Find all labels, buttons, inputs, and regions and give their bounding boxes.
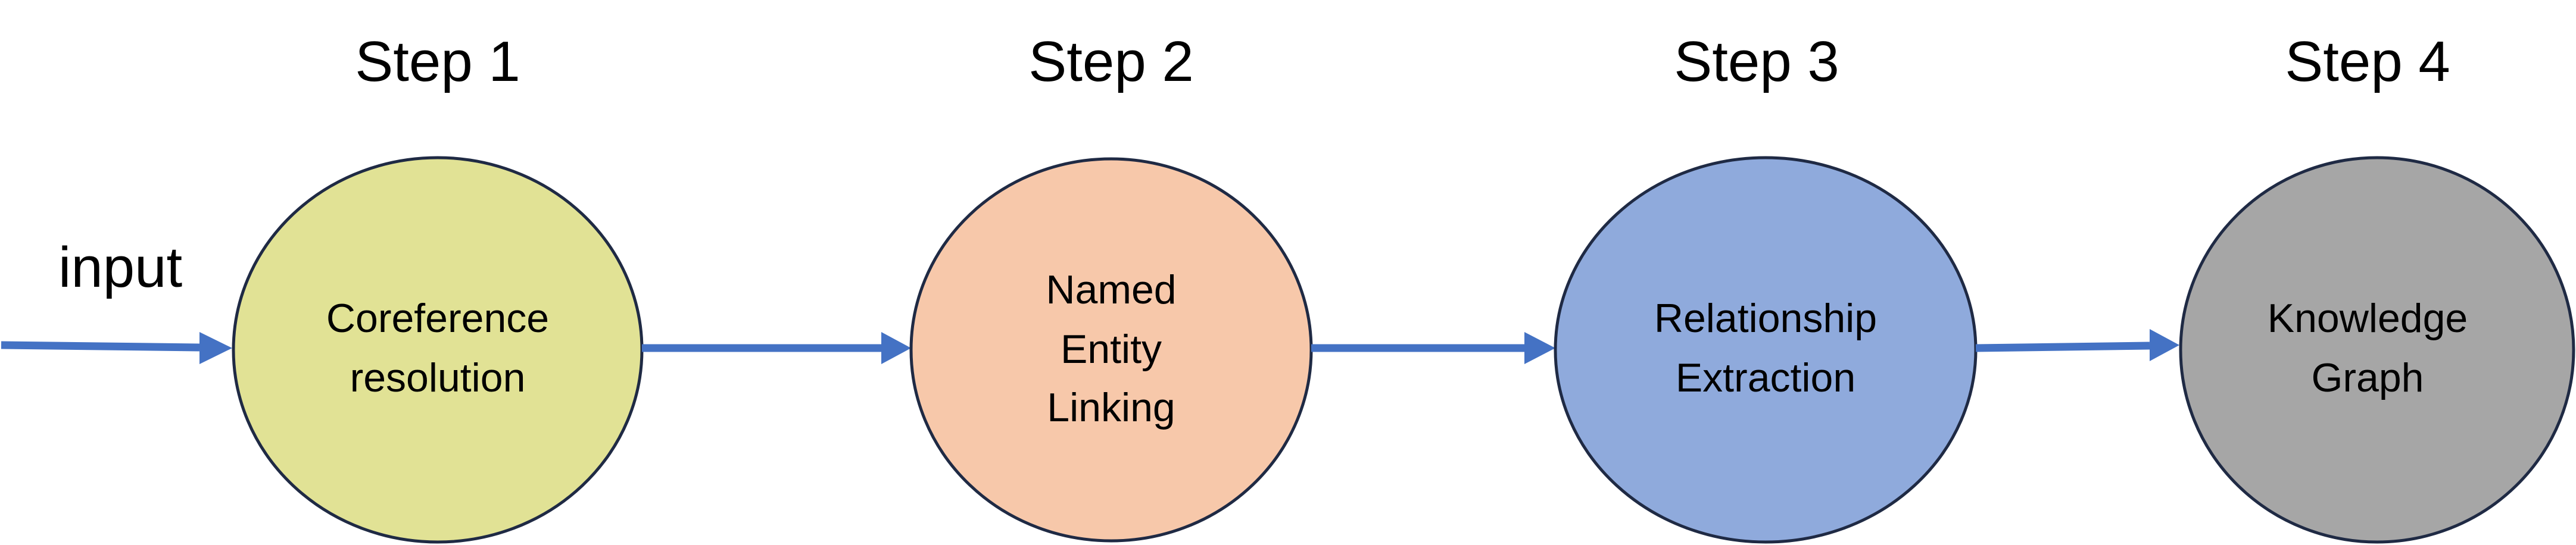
step-3-label-line-1: Relationship [1654, 296, 1877, 341]
step-4-circle [2179, 156, 2575, 544]
step-1-label-line-1: Coreference [326, 296, 549, 341]
step-1-label-line-2: resolution [350, 355, 526, 400]
step-3-label-line-2: Extraction [1676, 355, 1855, 400]
step-2-label-line-1: Named [1046, 267, 1176, 312]
step-1-title: Step 1 [355, 30, 520, 93]
step-2-label-line-3: Linking [1047, 385, 1175, 430]
arrow-step-2-to-3 [1311, 332, 1555, 364]
input-arrow [1, 332, 232, 364]
arrow-step-1-to-2 [642, 332, 911, 364]
step-2-label-line-2: Entity [1061, 327, 1162, 372]
step-2-node: Named Entity Linking [909, 157, 1313, 543]
step-3-circle [1554, 156, 1978, 544]
step-4-label-line-2: Graph [2312, 355, 2424, 400]
step-4-node: Knowledge Graph [2179, 156, 2575, 544]
step-4-title: Step 4 [2285, 30, 2450, 93]
step-4-label-line-1: Knowledge [2268, 296, 2468, 341]
step-1-node: Coreference resolution [232, 156, 644, 544]
step-1-circle [232, 156, 644, 544]
input-label: input [58, 236, 182, 299]
step-3-node: Relationship Extraction [1554, 156, 1978, 544]
step-3-title: Step 3 [1674, 30, 1839, 93]
arrow-step-3-to-4 [1975, 329, 2179, 361]
step-2-title: Step 2 [1028, 30, 1194, 93]
